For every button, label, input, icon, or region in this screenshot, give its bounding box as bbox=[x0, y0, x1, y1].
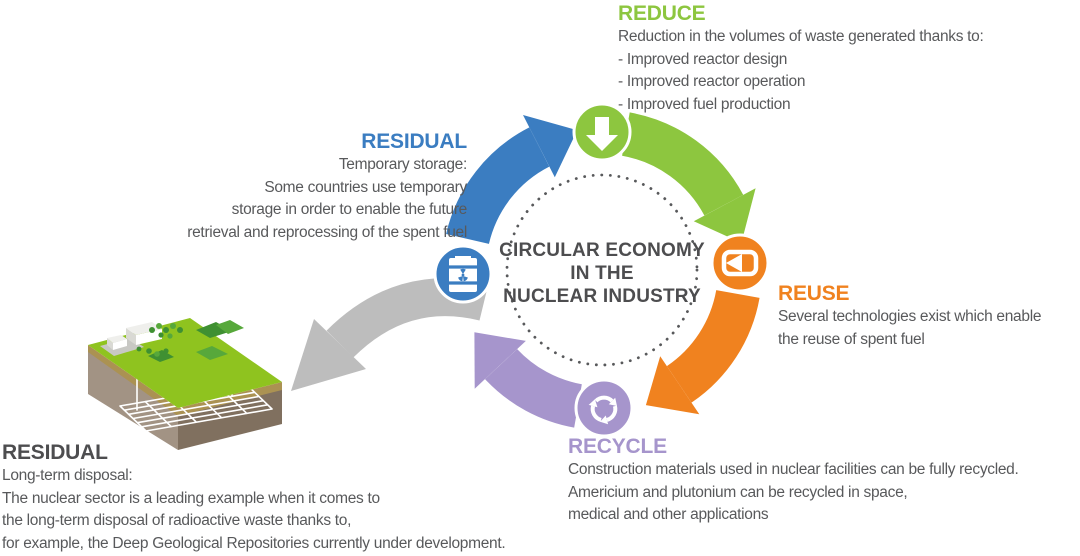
center-title-line: NUCLEAR INDUSTRY bbox=[503, 286, 701, 307]
residual-storage-title: RESIDUAL bbox=[361, 130, 467, 153]
building-roof bbox=[107, 335, 127, 343]
reduce-arrowhead bbox=[693, 188, 756, 243]
recycle-arrow bbox=[474, 332, 583, 428]
reuse-title: REUSE bbox=[778, 282, 850, 305]
reuse-icon-badge bbox=[710, 233, 770, 293]
recycle-icon-circle bbox=[574, 378, 634, 438]
reuse-arrowhead bbox=[645, 356, 700, 415]
recycle-line: medical and other applications bbox=[568, 506, 769, 523]
recycle-title: RECYCLE bbox=[568, 435, 667, 458]
residual-storage-section: RESIDUAL Temporary storage: Some countri… bbox=[67, 129, 467, 244]
recycle-section: RECYCLE Construction materials used in n… bbox=[568, 434, 1019, 527]
hill bbox=[196, 346, 228, 360]
earth-left-face bbox=[88, 352, 178, 450]
reuse-section: REUSE Several technologies exist which e… bbox=[778, 281, 1041, 351]
building-front bbox=[136, 329, 162, 345]
residual-disposal-section: RESIDUAL Long-term disposal: The nuclear… bbox=[2, 440, 506, 555]
recycle-line: Americium and plutonium can be recycled … bbox=[568, 483, 908, 501]
residual-disposal-line: The nuclear sector is a leading example … bbox=[2, 489, 380, 507]
building-side bbox=[107, 338, 113, 350]
reuse-line: Several technologies exist which enable bbox=[778, 308, 1042, 325]
down-arrow-icon bbox=[586, 117, 618, 151]
reduce-arrow bbox=[621, 112, 756, 243]
loop-arrow-icon bbox=[721, 249, 759, 277]
reduce-line: Reduction in the volumes of waste genera… bbox=[618, 28, 984, 45]
residual-arrowhead bbox=[523, 115, 578, 178]
recycle-icon-badge bbox=[574, 378, 634, 438]
residual-arrow bbox=[446, 115, 578, 245]
reduce-icon-badge bbox=[572, 102, 632, 162]
hill bbox=[148, 350, 174, 362]
building-front bbox=[113, 339, 127, 350]
center-title-line: CIRCULAR ECONOMY bbox=[499, 240, 705, 261]
earth-right-face bbox=[178, 390, 282, 450]
hill bbox=[216, 320, 244, 334]
reduce-line: - Improved reactor design bbox=[618, 50, 788, 68]
recycle-arrowhead bbox=[474, 332, 526, 389]
reuse-arrow bbox=[645, 289, 760, 415]
loop-arrowhead bbox=[726, 254, 742, 272]
radioactive-barrel-icon bbox=[449, 256, 477, 292]
reduce-section: REDUCE Reduction in the volumes of waste… bbox=[618, 1, 984, 116]
disposal-arrowhead bbox=[291, 319, 366, 391]
dotted-circle bbox=[505, 173, 699, 367]
geological-repository-illustration bbox=[88, 318, 282, 450]
reduce-arc bbox=[621, 112, 744, 217]
residual-disposal-line: the long-term disposal of radioactive wa… bbox=[2, 512, 352, 529]
reuse-arc bbox=[666, 289, 760, 403]
reuse-line: the reuse of spent fuel bbox=[778, 330, 925, 348]
residual-storage-line: retrieval and reprocessing of the spent … bbox=[187, 223, 467, 241]
building-side bbox=[126, 328, 136, 345]
reduce-line: - Improved reactor operation bbox=[618, 73, 806, 90]
residual-storage-line: storage in order to enable the future bbox=[231, 201, 468, 218]
disposal-arrow bbox=[291, 278, 489, 391]
trees bbox=[136, 323, 183, 357]
reduce-title: REDUCE bbox=[618, 2, 706, 25]
center-title-line: IN THE bbox=[570, 263, 634, 284]
residual-icon-badge bbox=[433, 244, 493, 304]
recycle-icon bbox=[588, 395, 618, 425]
recycle-line: Construction materials used in nuclear f… bbox=[568, 461, 1019, 478]
residual-disposal-line: Long-term disposal: bbox=[2, 467, 133, 484]
soil-rim bbox=[88, 345, 282, 417]
reduce-line: - Improved fuel production bbox=[618, 95, 791, 113]
residual-storage-line: Some countries use temporary bbox=[264, 178, 467, 196]
residual-arc bbox=[446, 127, 550, 245]
recycle-arc bbox=[485, 348, 583, 428]
diagram-center-title: CIRCULAR ECONOMY IN THE NUCLEAR INDUSTRY bbox=[452, 239, 752, 308]
residual-disposal-line: for example, the Deep Geological Reposit… bbox=[2, 534, 506, 552]
residual-storage-line: Temporary storage: bbox=[338, 156, 467, 173]
residual-disposal-title: RESIDUAL bbox=[2, 441, 108, 464]
building-roof bbox=[126, 322, 162, 335]
